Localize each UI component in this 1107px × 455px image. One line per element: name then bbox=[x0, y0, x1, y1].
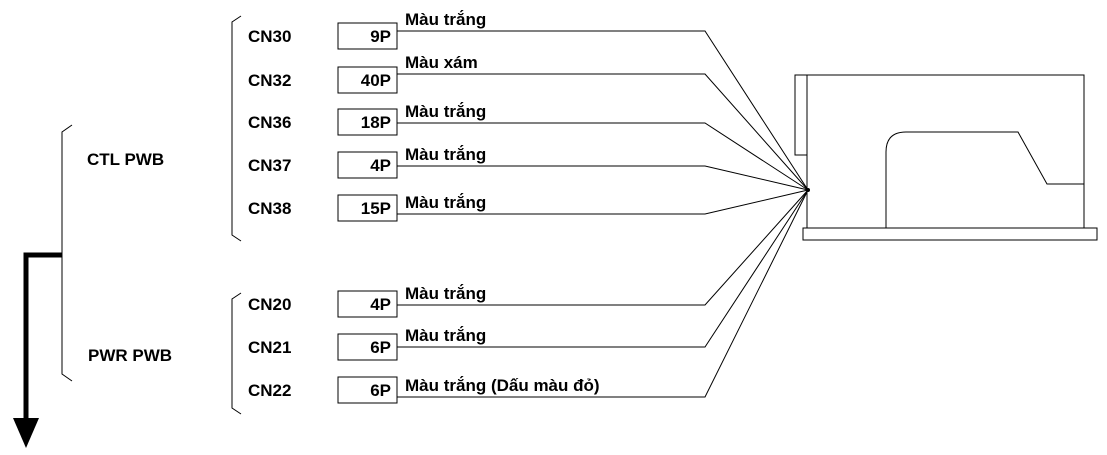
sewing-machine-icon bbox=[794, 74, 1098, 241]
wire-color-label: Màu trắng bbox=[405, 284, 486, 303]
pin-count-box bbox=[337, 66, 398, 94]
connector-row-cn30: CN30 9P Màu trắng bbox=[248, 10, 809, 191]
group-label-ctl: CTL PWB bbox=[87, 150, 164, 169]
connector-id: CN38 bbox=[248, 199, 291, 218]
pin-count-label: 6P bbox=[370, 381, 391, 400]
pin-count-label: 9P bbox=[370, 27, 391, 46]
pin-count-box bbox=[337, 22, 398, 50]
pin-count-label: 4P bbox=[370, 295, 391, 314]
pin-count-box bbox=[337, 376, 398, 404]
wire-line bbox=[396, 73, 809, 191]
connector-id: CN36 bbox=[248, 113, 291, 132]
group-label-pwr: PWR PWB bbox=[88, 346, 172, 365]
wire-color-label: Màu trắng (Dấu màu đỏ) bbox=[405, 376, 600, 395]
wire-convergence-point bbox=[806, 188, 810, 192]
wire-color-label: Màu xám bbox=[405, 53, 478, 72]
connector-row-cn32: CN32 40P Màu xám bbox=[248, 53, 809, 191]
connector-id: CN37 bbox=[248, 156, 291, 175]
connector-id: CN22 bbox=[248, 381, 291, 400]
wire-line bbox=[397, 189, 809, 348]
pin-count-box bbox=[337, 194, 398, 222]
pwr-group-bracket bbox=[231, 292, 242, 415]
pin-count-box bbox=[337, 108, 398, 136]
connector-row-cn22: CN22 6P Màu trắng (Dấu màu đỏ) bbox=[248, 189, 809, 404]
ctl-group-bracket bbox=[231, 15, 242, 242]
pin-count-label: 40P bbox=[361, 71, 391, 90]
pin-count-label: 15P bbox=[361, 199, 391, 218]
pin-count-label: 6P bbox=[370, 338, 391, 357]
wire-color-label: Màu trắng bbox=[405, 10, 486, 29]
connector-id: CN32 bbox=[248, 71, 291, 90]
arrow-down-icon bbox=[13, 418, 39, 448]
connector-id: CN30 bbox=[248, 27, 291, 46]
wire-line bbox=[396, 165, 809, 191]
connector-row-cn36: CN36 18P Màu trắng bbox=[248, 102, 809, 191]
pin-count-box bbox=[337, 290, 398, 318]
connector-id: CN21 bbox=[248, 338, 291, 357]
pin-count-label: 18P bbox=[361, 113, 391, 132]
connector-row-cn38: CN38 15P Màu trắng bbox=[248, 189, 809, 222]
pin-count-box bbox=[337, 333, 398, 361]
pin-count-label: 4P bbox=[370, 156, 391, 175]
connector-row-cn21: CN21 6P Màu trắng bbox=[248, 189, 809, 361]
wire-color-label: Màu trắng bbox=[405, 193, 486, 212]
wire-color-label: Màu trắng bbox=[405, 326, 486, 345]
connector-row-cn37: CN37 4P Màu trắng bbox=[248, 145, 809, 191]
connector-row-cn20: CN20 4P Màu trắng bbox=[248, 189, 809, 318]
wire-color-label: Màu trắng bbox=[405, 102, 486, 121]
pin-count-box bbox=[337, 151, 398, 179]
wire-color-label: Màu trắng bbox=[405, 145, 486, 164]
outer-bracket bbox=[13, 124, 73, 448]
connector-id: CN20 bbox=[248, 295, 291, 314]
